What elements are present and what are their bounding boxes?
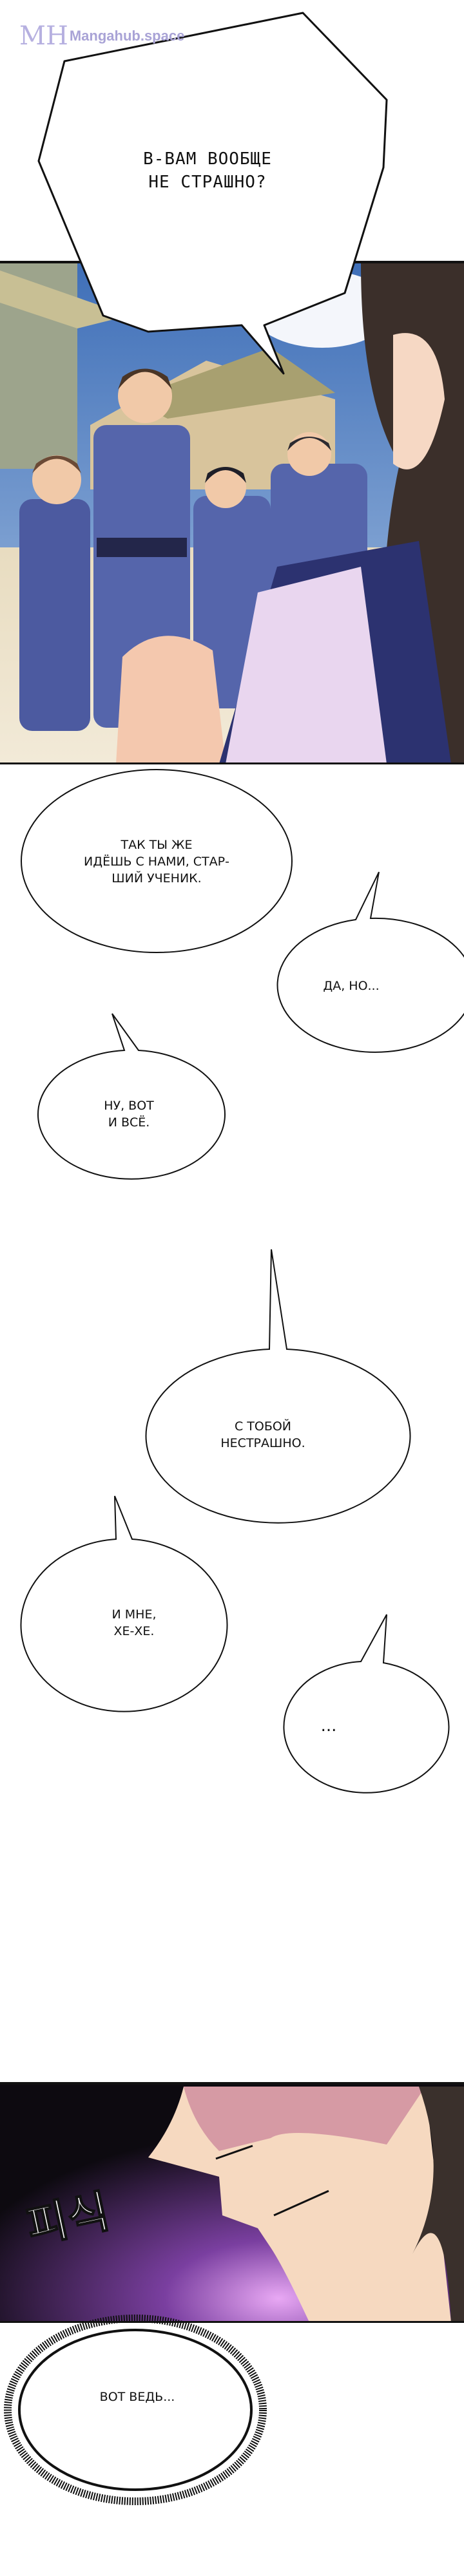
panel-students-scene: [0, 261, 464, 764]
watermark-site: Mangahub.space: [69, 28, 185, 44]
mangahub-logo: MH: [19, 21, 68, 51]
bubble-4: [145, 1249, 411, 1524]
bubble-text-1: ТАК ТЫ ЖЕ ИДЁШЬ С НАМИ, СТАР- ШИЙ УЧЕНИК…: [84, 838, 229, 886]
bubble-text-6: ...: [320, 1716, 337, 1736]
watermark: MH Mangahub.space: [19, 22, 184, 50]
bubble-1: [21, 769, 293, 953]
bubble-0: [37, 12, 388, 375]
bubble-5: [20, 1495, 228, 1712]
bubble-2: [276, 871, 464, 1053]
bubble-text-4: С ТОБОЙ НЕСТРАШНО.: [220, 1419, 305, 1450]
bubble-3: [37, 1013, 226, 1180]
bubble-6: [283, 1614, 450, 1794]
bubble-text-2: ДА, НО...: [323, 979, 380, 993]
bubble-text-7: ВОТ ВЕДЬ...: [99, 2390, 175, 2404]
bubble-text-3: НУ, ВОТ И ВСЁ.: [104, 1099, 154, 1130]
bubble-text-0: В-ВАМ ВООБЩЕ НЕ СТРАШНО?: [143, 149, 272, 192]
bubble-7: [4, 2315, 267, 2505]
bubble-text-5: И МНЕ, ХЕ-ХЕ.: [111, 1607, 157, 1638]
